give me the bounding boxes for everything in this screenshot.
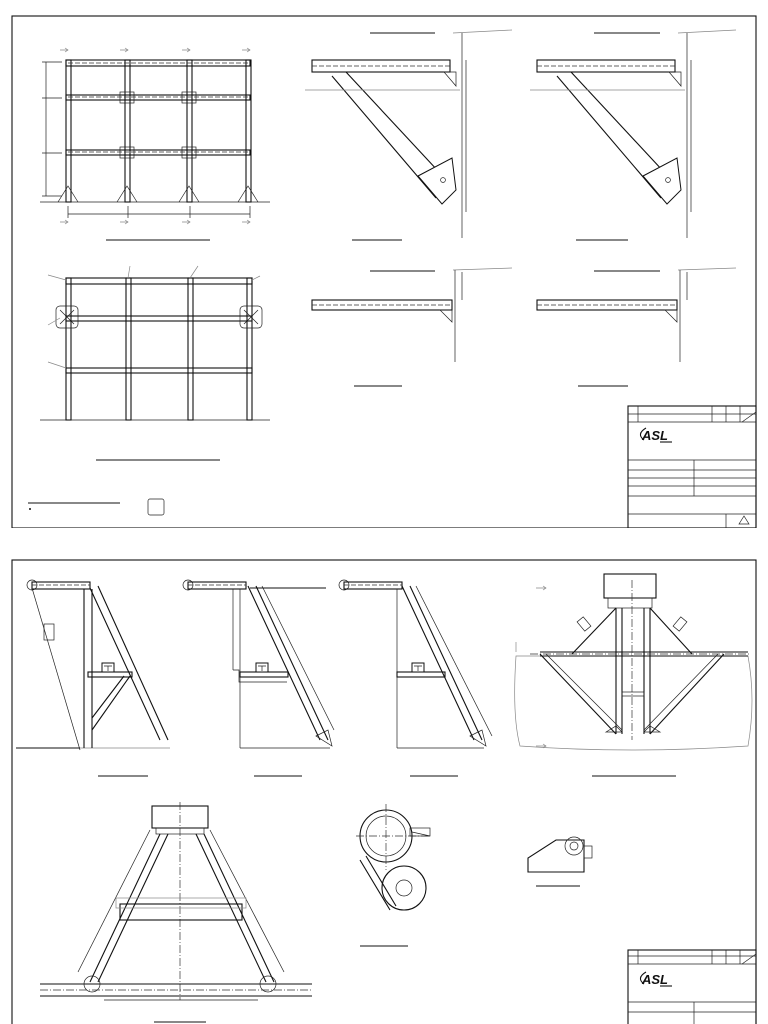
title-block-sheet-1: ASL: [627, 405, 757, 529]
pulley-detail-view: [356, 804, 431, 947]
svg-text:ASL: ASL: [641, 428, 668, 443]
drawing-sheet-2: ASL: [0, 540, 768, 1024]
sheet-1-border: [11, 15, 757, 529]
company-logo: ASL: [639, 427, 672, 443]
title-block-sheet-2: ASL: [627, 949, 757, 1024]
triangle-icon: [738, 515, 750, 525]
side-section-b-view: [530, 29, 737, 241]
svg-text:ASL: ASL: [641, 972, 668, 987]
plan-b-view: [536, 267, 737, 387]
frame-elevation-1-view: [16, 579, 170, 777]
side-section-a-view: [305, 29, 513, 241]
sheet-2-canvas: ASL: [11, 559, 757, 1024]
empty-square-icon: [147, 498, 165, 516]
frame-elevation-3-view: [338, 579, 493, 777]
rear-elevation-view: [40, 265, 270, 461]
notes-area: [28, 498, 165, 516]
sheet-1-canvas: ASL: [11, 15, 757, 529]
a-frame-elevation-view: [40, 802, 312, 1023]
frame-elevation-2-view: [182, 579, 335, 777]
plan-a-view: [311, 267, 513, 387]
sheet-2-border: [11, 559, 757, 1024]
plan-view-right: [514, 573, 753, 777]
company-logo-sheet-2: ASL: [639, 971, 672, 987]
drawing-sheet-1: ASL: [11, 15, 757, 529]
front-elevation-view: [40, 47, 270, 241]
clamp-detail-view: [527, 836, 593, 887]
